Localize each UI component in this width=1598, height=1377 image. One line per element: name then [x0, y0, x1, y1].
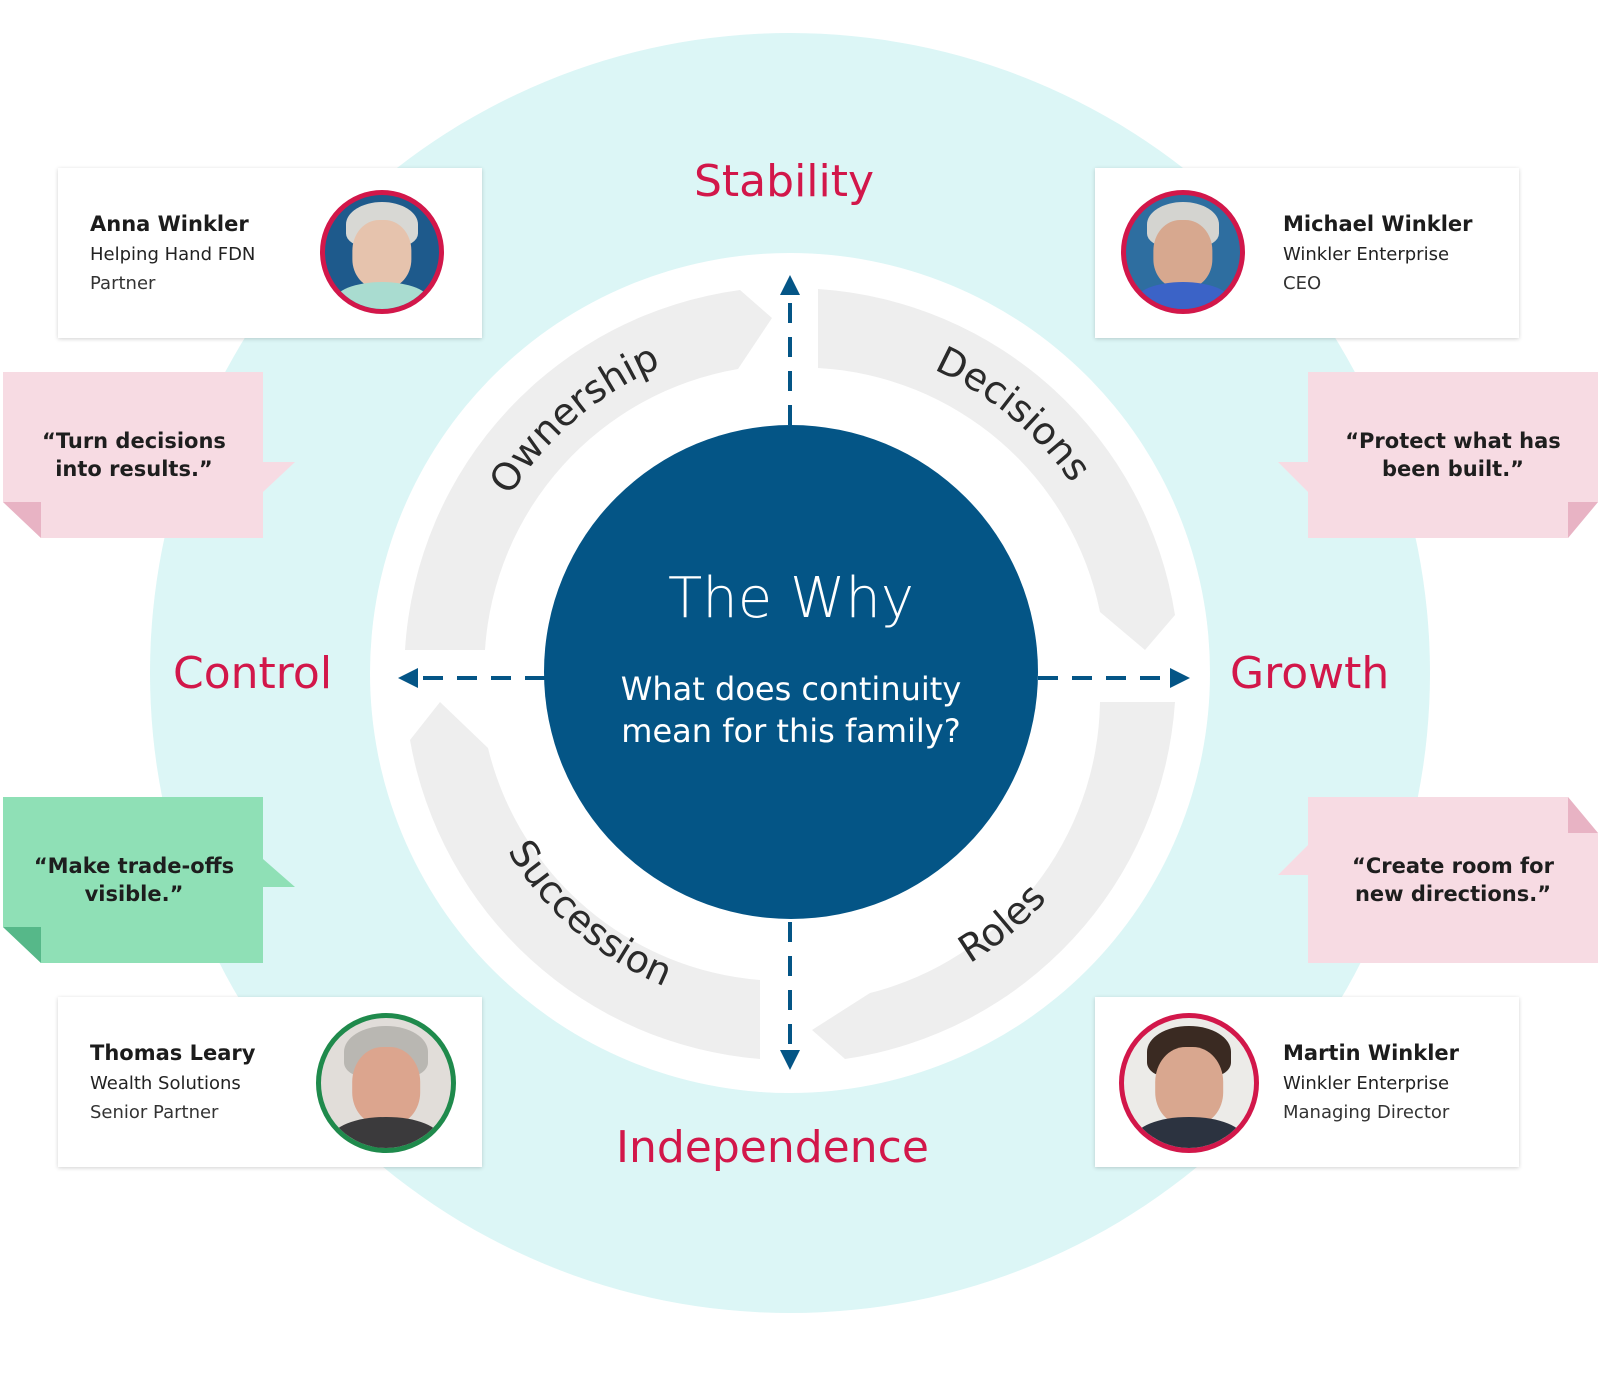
person-name: Michael Winkler: [1283, 212, 1473, 236]
avatar-michael-winkler: [1121, 190, 1245, 314]
axis-label-control: Control: [173, 648, 333, 699]
person-organization: Winkler Enterprise: [1283, 244, 1450, 265]
speech-bubble-shape: [1278, 797, 1598, 963]
quote-line: into results.”: [55, 457, 213, 481]
speech-bubble-shape: [3, 797, 295, 963]
person-card-martin-winkler[interactable]: Martin Winkler Winkler Enterprise Managi…: [1095, 997, 1519, 1167]
person-organization: Winkler Enterprise: [1283, 1073, 1450, 1094]
axis-label-independence: Independence: [616, 1122, 929, 1173]
person-role: Partner: [90, 273, 156, 294]
person-card-michael-winkler[interactable]: Michael Winkler Winkler Enterprise CEO: [1095, 168, 1519, 338]
person-card-anna-winkler[interactable]: Anna Winkler Helping Hand FDN Partner: [58, 168, 482, 338]
arc-band-succession: [410, 702, 760, 1059]
quote-note-make-trade-offs-visible: “Make trade-offs visible.”: [3, 797, 295, 963]
axis-label-stability: Stability: [694, 156, 875, 207]
quote-note-turn-decisions: “Turn decisions into results.”: [3, 372, 295, 538]
axis-label-growth: Growth: [1230, 648, 1390, 699]
speech-bubble-shape: [1278, 372, 1598, 538]
person-name: Thomas Leary: [90, 1041, 256, 1065]
quote-line: “Create room for: [1352, 854, 1554, 878]
speech-bubble-shape: [3, 372, 295, 538]
person-organization: Wealth Solutions: [90, 1073, 241, 1094]
quote-line: “Make trade-offs: [33, 854, 235, 878]
quote-note-protect-what-has-been-built: “Protect what has been built.”: [1278, 372, 1598, 538]
arc-band-decisions: [818, 289, 1175, 650]
quote-note-create-room: “Create room for new directions.”: [1278, 797, 1598, 963]
person-card-thomas-leary[interactable]: Thomas Leary Wealth Solutions Senior Par…: [58, 997, 482, 1167]
arc-band-roles: [812, 702, 1175, 1059]
arc-band-ownership: [405, 290, 772, 650]
avatar-anna-winkler: [320, 190, 444, 314]
center-circle: [544, 425, 1038, 919]
center-question-line1: What does continuity: [621, 670, 962, 708]
center-question-line2: mean for this family?: [621, 712, 960, 750]
person-organization: Helping Hand FDN: [90, 244, 256, 265]
person-name: Anna Winkler: [90, 212, 249, 236]
avatar-martin-winkler: [1119, 1013, 1259, 1153]
person-role: Senior Partner: [90, 1102, 219, 1123]
person-role: Managing Director: [1283, 1102, 1450, 1123]
quote-line: “Protect what has: [1345, 429, 1561, 453]
center-title: The Why: [668, 566, 914, 631]
quote-line: been built.”: [1382, 457, 1524, 481]
quote-line: visible.”: [84, 882, 184, 906]
quote-line: “Turn decisions: [42, 429, 226, 453]
quote-line: new directions.”: [1354, 882, 1552, 906]
person-name: Martin Winkler: [1283, 1041, 1459, 1065]
person-role: CEO: [1283, 273, 1322, 294]
avatar-thomas-leary: [316, 1013, 456, 1153]
